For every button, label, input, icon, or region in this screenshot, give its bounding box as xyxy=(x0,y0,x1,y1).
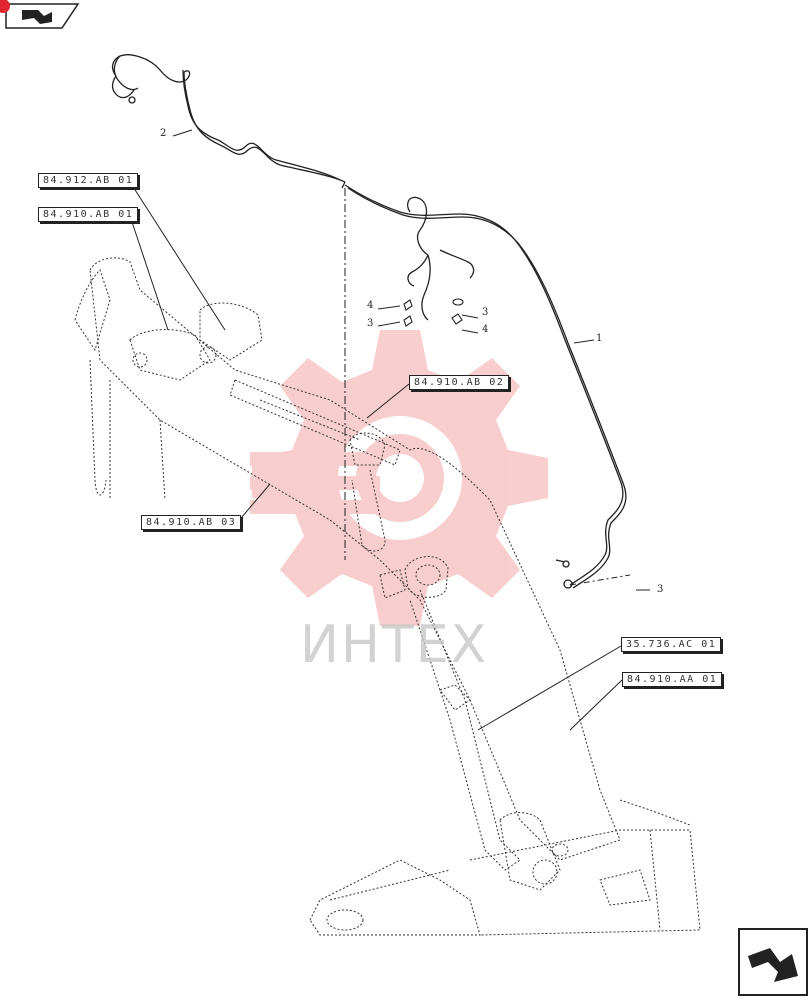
harness-1 xyxy=(344,184,627,589)
ref-link-84910ab01[interactable]: 84.910.AB 01 xyxy=(38,207,139,222)
callout-2: 2 xyxy=(160,128,167,139)
red-badge-icon xyxy=(0,0,10,13)
centerline-3 xyxy=(569,574,631,586)
arrow-icon xyxy=(748,948,798,982)
intex-watermark: ИНТЕХ xyxy=(300,615,489,675)
arrow-icon xyxy=(22,10,52,24)
ref-link-84910ab02[interactable]: 84.910.AB 02 xyxy=(409,375,510,390)
harness-2 xyxy=(111,54,346,189)
nav-tab-top[interactable] xyxy=(0,0,80,29)
callout-3-right: 3 xyxy=(482,307,489,318)
callout-3-lower: 3 xyxy=(657,584,664,595)
ref-link-35736ac01[interactable]: 35.736.AC 01 xyxy=(621,637,722,652)
callout-1: 1 xyxy=(596,333,603,344)
ref-link-84912ab01[interactable]: 84.912.AB 01 xyxy=(38,173,139,188)
callout-4-left: 4 xyxy=(367,300,374,311)
connectors xyxy=(403,298,464,327)
gear-watermark-icon xyxy=(250,330,548,626)
boom-arm-outline xyxy=(74,257,701,936)
ref-link-84910aa01[interactable]: 84.910.AA 01 xyxy=(622,672,723,687)
callout-3-left: 3 xyxy=(367,318,374,329)
leader-lines xyxy=(129,129,650,731)
ref-link-84910ab03[interactable]: 84.910.AB 03 xyxy=(141,515,242,530)
callout-4-right: 4 xyxy=(482,324,489,335)
next-page-button[interactable] xyxy=(738,928,808,996)
